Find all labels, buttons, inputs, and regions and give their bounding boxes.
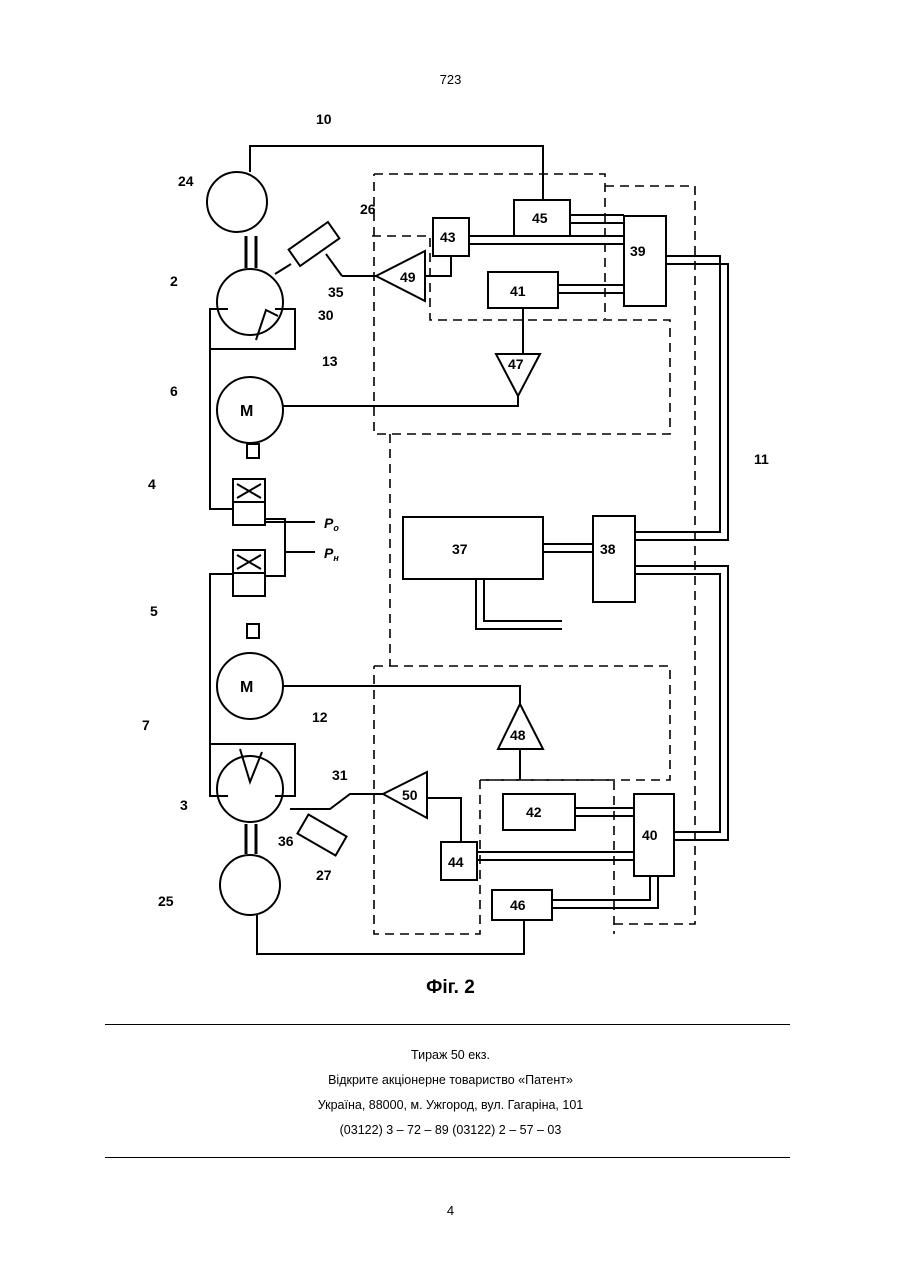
box-37: [403, 517, 543, 579]
label-7: 7: [142, 717, 150, 733]
motor-7-m: M: [240, 679, 253, 696]
label-10: 10: [316, 111, 332, 127]
label-6: 6: [170, 383, 178, 399]
bottom-rule: [105, 1157, 790, 1158]
box-44-label: 44: [448, 854, 464, 870]
amp-49-label: 49: [400, 269, 416, 285]
amp-50-label: 50: [402, 787, 418, 803]
label-24: 24: [178, 173, 194, 189]
label-27: 27: [316, 867, 332, 883]
label-12: 12: [312, 709, 328, 725]
label-36: 36: [278, 833, 294, 849]
figure-caption: Фіг. 2: [0, 977, 901, 999]
amp-47-label: 47: [508, 356, 524, 372]
pressure-pn-label: Pн: [324, 545, 339, 563]
label-25: 25: [158, 893, 174, 909]
box-46-label: 46: [510, 897, 526, 913]
imprint-publisher: Відкрите акціонерне товариство «Патент»: [0, 1068, 901, 1093]
imprint-address: Україна, 88000, м. Ужгород, вул. Гагарін…: [0, 1093, 901, 1118]
box-39-label: 39: [630, 243, 646, 259]
amp-48-label: 48: [510, 727, 526, 743]
imprint-phones: (03122) 3 – 72 – 89 (03122) 2 – 57 – 03: [0, 1118, 901, 1143]
label-3: 3: [180, 797, 188, 813]
block-diagram: 24 2 6 4 5 7 3 25 10 26 35 30 13 11 12 3…: [130, 104, 770, 974]
top-rule: [105, 1024, 790, 1025]
page-number: 4: [0, 1203, 901, 1218]
box-39: [624, 216, 666, 306]
label-26: 26: [360, 201, 376, 217]
box-37-label: 37: [452, 541, 468, 557]
page-code: 723: [0, 72, 901, 87]
label-30: 30: [318, 307, 334, 323]
label-13: 13: [322, 353, 338, 369]
dashed-frames: [372, 174, 695, 934]
box-41-label: 41: [510, 283, 526, 299]
label-2: 2: [170, 273, 178, 289]
label-11: 11: [754, 451, 769, 467]
box-38: [593, 516, 635, 602]
box-40-label: 40: [642, 827, 658, 843]
box-43-label: 43: [440, 229, 456, 245]
box-45-label: 45: [532, 210, 548, 226]
imprint-print-run: Тираж 50 екз.: [0, 1043, 901, 1068]
motor-6-m: M: [240, 403, 253, 420]
pressure-po-label: Po: [324, 515, 339, 533]
unit-3-circle: [217, 756, 283, 822]
unit-25-circle: [220, 855, 280, 915]
label-5: 5: [150, 603, 158, 619]
box-38-label: 38: [600, 541, 616, 557]
label-4: 4: [148, 476, 156, 492]
box-42-label: 42: [526, 804, 542, 820]
unit-2-circle: [217, 269, 283, 335]
label-35: 35: [328, 284, 344, 300]
unit-24-circle: [207, 172, 267, 232]
label-31: 31: [332, 767, 348, 783]
